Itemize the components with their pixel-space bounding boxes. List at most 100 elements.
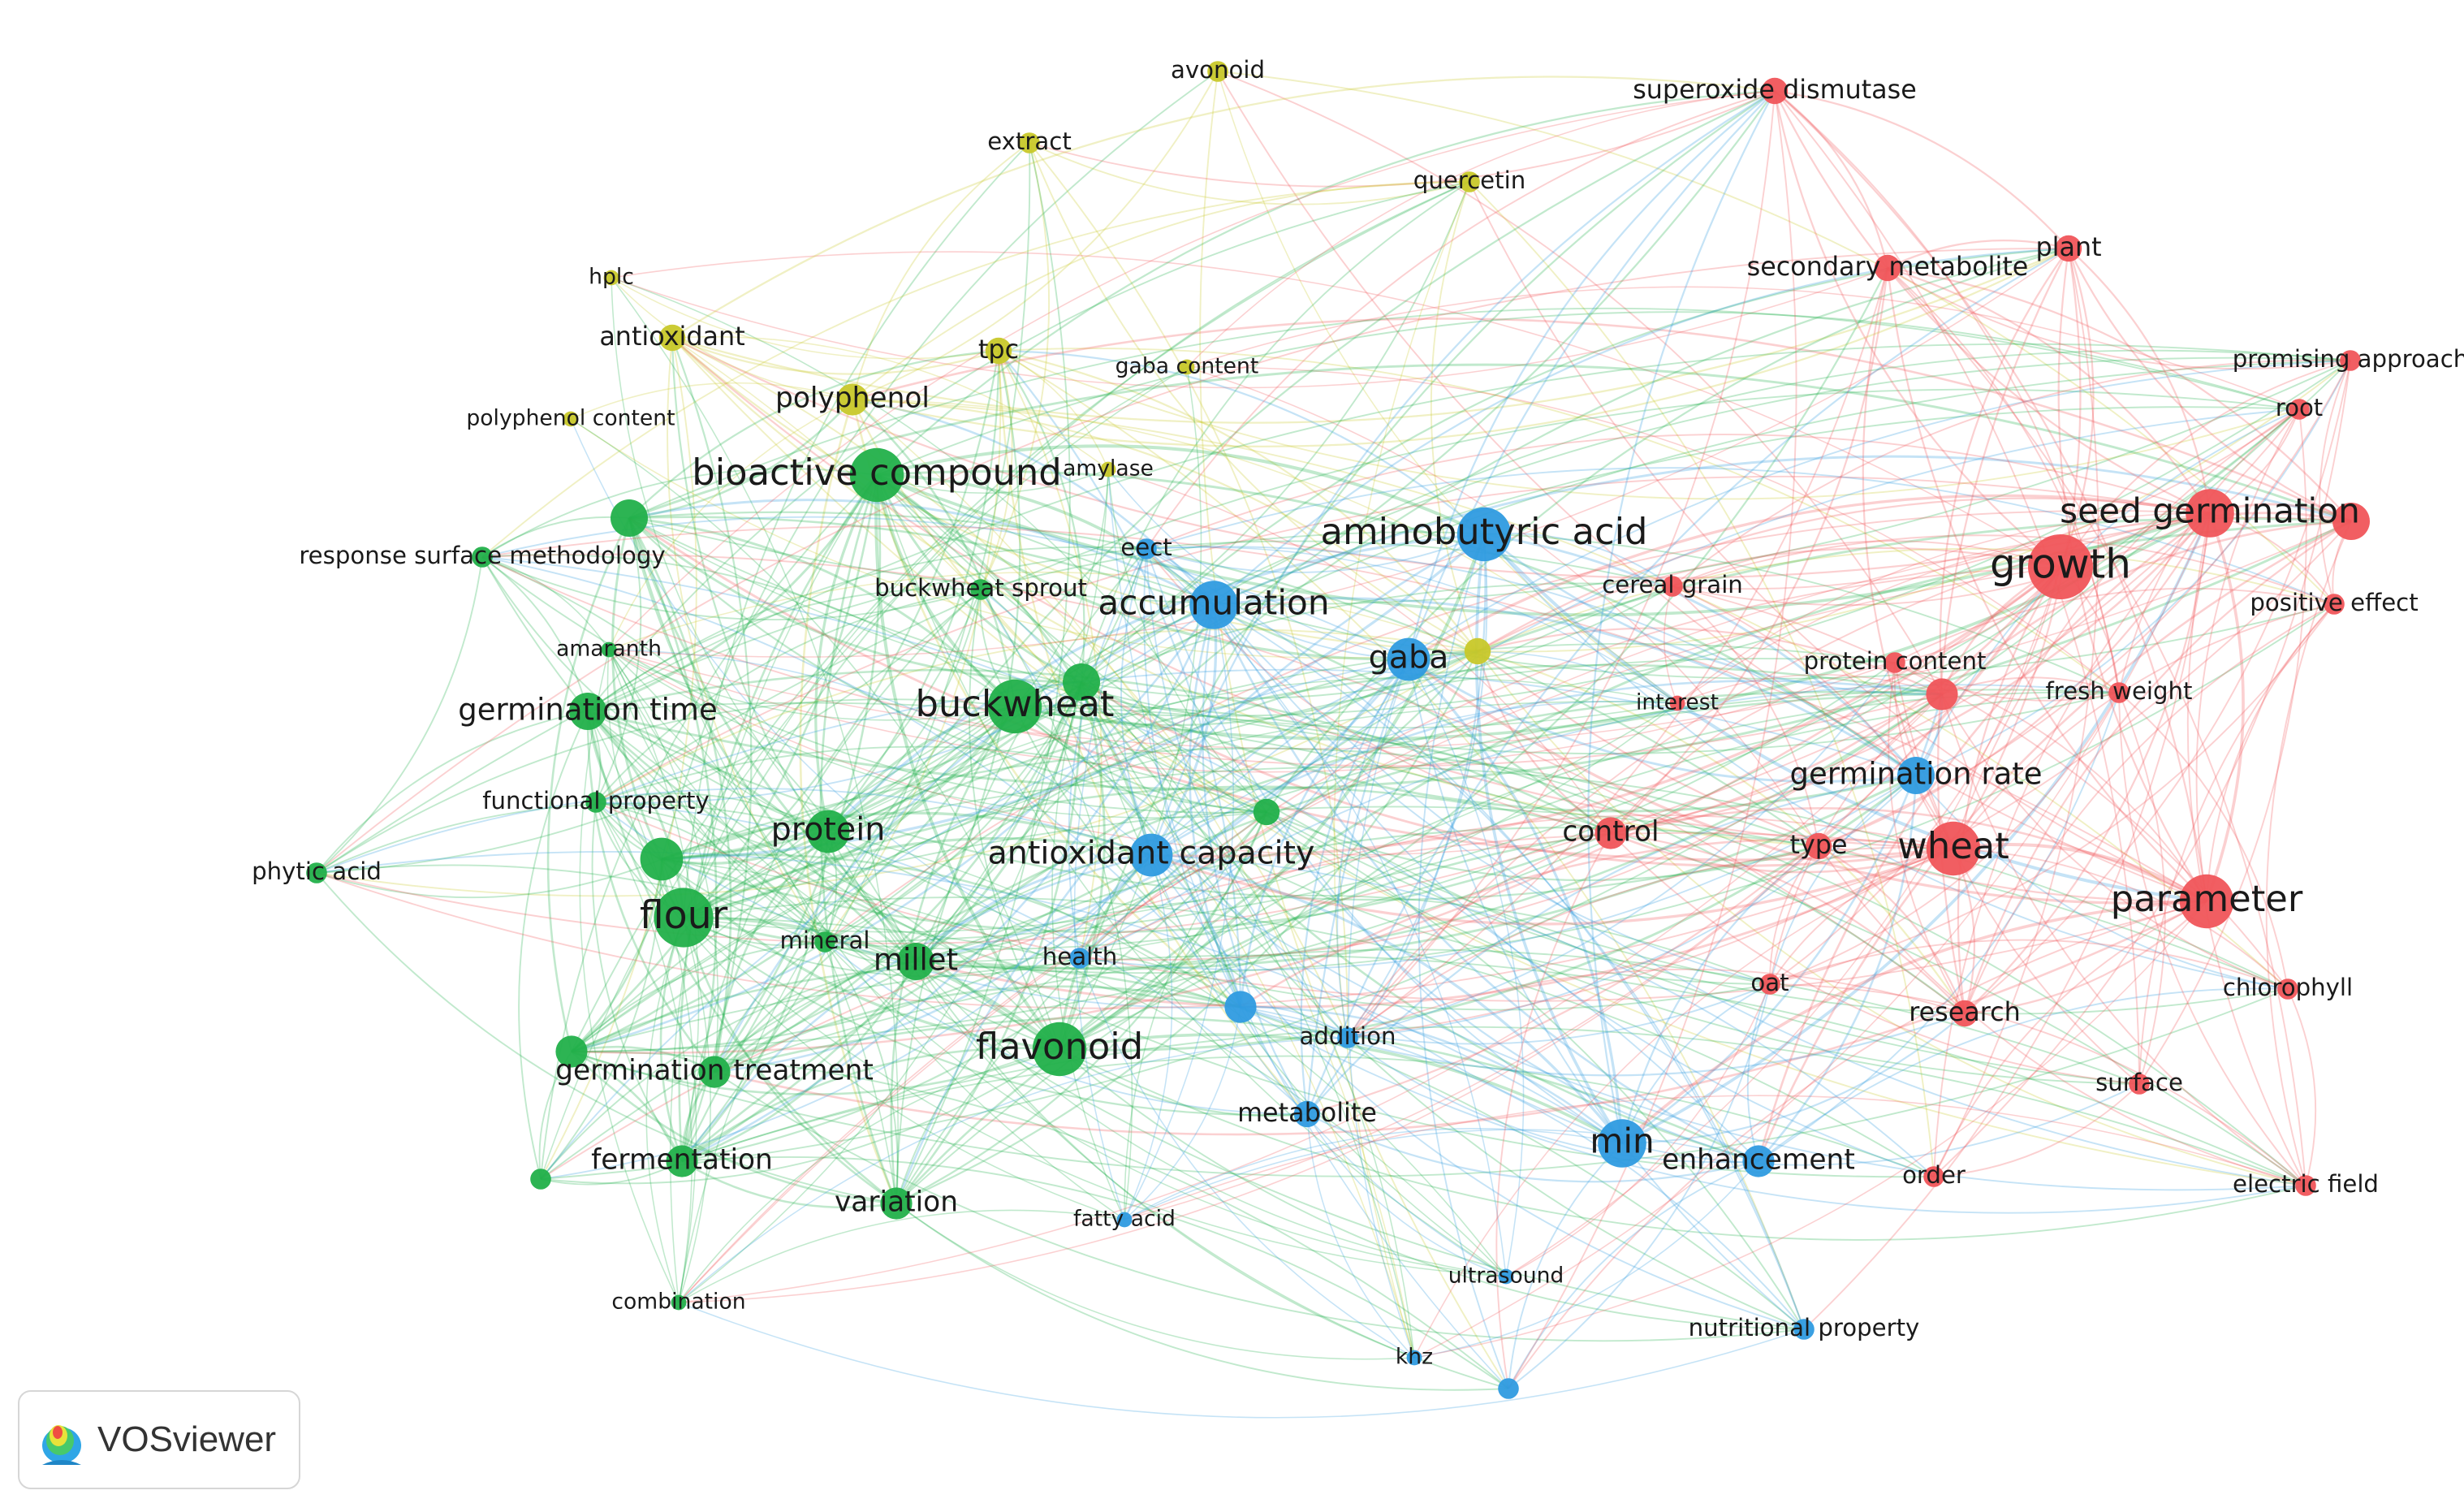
network-link (1347, 521, 2352, 1039)
node-unlabeled-28[interactable] (555, 1035, 588, 1068)
node-surface[interactable] (2129, 1074, 2150, 1095)
node-millet[interactable] (897, 943, 934, 980)
node-accumulation[interactable] (1189, 581, 1238, 629)
node-root[interactable] (2289, 399, 2310, 420)
node-avonoid[interactable] (1207, 61, 1228, 82)
network-link (895, 650, 1479, 1205)
node-unlabeled-12[interactable] (611, 499, 648, 537)
node-response-surface-methodology[interactable] (472, 546, 493, 568)
network-link (876, 470, 1917, 777)
node-parameter[interactable] (2179, 874, 2234, 929)
node-electric-field[interactable] (2295, 1175, 2316, 1196)
node-nutritional-property[interactable] (1793, 1319, 1815, 1340)
node-protein-content[interactable] (1884, 652, 1905, 673)
network-link (1348, 659, 1415, 1359)
node-health[interactable] (1069, 948, 1090, 969)
node-germination-rate[interactable] (1897, 757, 1935, 794)
node-flavonoid[interactable] (1032, 1022, 1087, 1077)
node-chlorophyll[interactable] (2277, 978, 2298, 1000)
node-label-millet: millet (874, 943, 958, 978)
node-buckwheat-sprout[interactable] (970, 579, 991, 600)
node-enhancement[interactable] (1742, 1145, 1775, 1177)
node-germination-treatment[interactable] (698, 1056, 731, 1088)
node-bioactive-compound[interactable] (849, 447, 904, 503)
node-germination-time[interactable] (569, 693, 606, 730)
node-extract[interactable] (1019, 132, 1040, 153)
node-flour[interactable] (654, 888, 714, 948)
node-min[interactable] (1598, 1119, 1646, 1168)
network-link (824, 408, 2300, 943)
network-link (1124, 811, 1267, 1220)
node-antioxidant[interactable] (658, 324, 686, 352)
node-polyphenol[interactable] (836, 383, 869, 416)
node-unlabeled-41[interactable] (1224, 991, 1257, 1023)
node-antioxidant-capacity[interactable] (1129, 833, 1173, 877)
node-promising-approach[interactable] (2340, 350, 2361, 371)
node-order[interactable] (1923, 1166, 1944, 1187)
node-addition[interactable] (1337, 1027, 1358, 1048)
node-eect[interactable] (1136, 538, 1157, 559)
node-secondary-metabolite[interactable] (1874, 254, 1901, 282)
node-fermentation[interactable] (666, 1145, 698, 1177)
node-phytic-acid[interactable] (306, 862, 327, 883)
node-growth[interactable] (2028, 534, 2093, 599)
node-fresh-weight[interactable] (2108, 682, 2130, 703)
network-link (628, 517, 1125, 1220)
node-mineral[interactable] (814, 931, 835, 953)
node-plant[interactable] (2055, 235, 2082, 262)
network-link (1124, 1095, 2306, 1220)
node-unlabeled-23[interactable] (1253, 798, 1280, 826)
node-ultrasound[interactable] (1498, 1268, 1514, 1285)
node-unlabeled-31[interactable] (530, 1169, 551, 1190)
node-gaba-content[interactable] (1179, 359, 1195, 375)
node-superoxide-dismutase[interactable] (1761, 77, 1789, 105)
node-research[interactable] (1951, 1000, 1979, 1027)
node-aminobutyric-acid[interactable] (1456, 507, 1512, 562)
node-label-phytic-acid: phytic acid (252, 858, 382, 885)
network-link (1894, 587, 2335, 663)
node-seed-germination[interactable] (2186, 489, 2234, 538)
network-link (827, 831, 1507, 1277)
node-interest[interactable] (1669, 695, 1685, 711)
node-protein[interactable] (806, 810, 850, 853)
network-link (680, 853, 1152, 1162)
node-metabolite[interactable] (1293, 1100, 1321, 1128)
network-link (683, 181, 1470, 918)
node-unlabeled-17[interactable] (1063, 663, 1100, 701)
vosviewer-badge[interactable]: VOSviewer (18, 1390, 300, 1489)
node-control[interactable] (1594, 817, 1627, 849)
node-unlabeled-62[interactable] (1926, 678, 1958, 711)
node-gaba[interactable] (1387, 637, 1431, 681)
network-link (1150, 854, 1805, 1330)
node-tpc[interactable] (985, 337, 1012, 365)
node-polyphenol-content[interactable] (563, 411, 579, 427)
node-positive-effect[interactable] (2324, 594, 2345, 615)
node-wheat[interactable] (1926, 821, 1981, 876)
node-oat[interactable] (1759, 974, 1780, 995)
node-cereal-grain[interactable] (1662, 576, 1683, 597)
network-link (611, 277, 999, 360)
node-quercetin[interactable] (1459, 171, 1480, 192)
node-hplc[interactable] (603, 270, 619, 286)
node-label-growth: growth (1990, 541, 2131, 588)
network-link (587, 710, 917, 962)
node-khz[interactable] (1406, 1350, 1422, 1366)
node-combination[interactable] (671, 1294, 687, 1311)
node-amaranth[interactable] (601, 642, 617, 658)
node-buckwheat[interactable] (987, 679, 1042, 734)
node-functional-property[interactable] (585, 792, 606, 813)
network-link (827, 589, 982, 832)
network-link (571, 1048, 1060, 1095)
node-unlabeled-57[interactable] (2332, 503, 2370, 540)
node-unlabeled-21[interactable] (640, 837, 684, 881)
node-amylase[interactable] (1100, 461, 1116, 477)
node-type[interactable] (1805, 832, 1832, 860)
node-unlabeled-10[interactable] (1464, 637, 1491, 665)
network-link (681, 1055, 1935, 1177)
node-fatty-acid[interactable] (1116, 1212, 1133, 1228)
node-unlabeled-50[interactable] (1498, 1378, 1519, 1399)
network-link (540, 832, 1954, 1180)
network-link (1769, 845, 1819, 985)
node-variation[interactable] (880, 1187, 913, 1220)
